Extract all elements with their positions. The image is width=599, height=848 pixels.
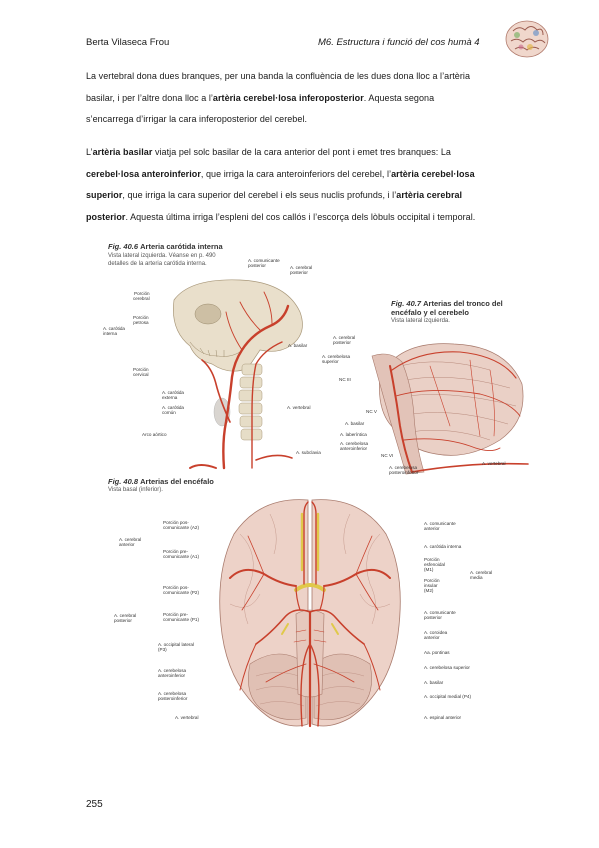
fig407-label-basilar: A. basilar bbox=[345, 421, 365, 426]
fig406-illustration bbox=[173, 279, 303, 470]
page-number: 255 bbox=[86, 799, 103, 810]
p1-bold-term: artèria cerebel·losa inferoposterior bbox=[212, 92, 364, 103]
p2-seg: viatja pel solc basilar de la cara anter… bbox=[152, 147, 451, 157]
p1-line3: s’encarrega d’irrigar la cara inferopost… bbox=[86, 114, 308, 124]
fig407-title-line2: encéfalo y el cerebelo bbox=[391, 308, 469, 317]
fig407-name1: Arterias del tronco del bbox=[423, 299, 503, 308]
fig408-label-p4: A. occipital medial (P4) bbox=[424, 694, 471, 699]
fig408-label-cereb-sup: A. cerebelosa superior bbox=[424, 665, 470, 670]
p1-line2-end: . Aquesta segona bbox=[363, 92, 435, 103]
fig408-label-vertebral: A. vertebral bbox=[175, 715, 199, 720]
fig408-title: Fig. 40.8 Arterias del encéfalo bbox=[108, 477, 214, 486]
p1-line2-start: basilar, i per l’altre dona lloc a l’ bbox=[86, 92, 213, 103]
fig407-label-nc3: NC III bbox=[339, 377, 351, 382]
fig408-label-espinal: A. espinal anterior bbox=[424, 715, 462, 720]
p1-line1: La vertebral dona dues branques, per una… bbox=[86, 71, 471, 81]
fig408-label-basilar: A. basilar bbox=[424, 680, 444, 685]
fig408-illustration bbox=[219, 499, 401, 728]
fig408-name: Arterias del encéfalo bbox=[140, 477, 214, 486]
fig406-label-subclavia: A. subclavia bbox=[296, 450, 321, 455]
p2-seg: L’ bbox=[86, 147, 93, 157]
fig407-name2: encéfalo y el cerebelo bbox=[391, 308, 469, 317]
header-author: Berta Vilaseca Frou bbox=[86, 37, 170, 48]
fig406-label-basilar: A. basilar bbox=[288, 343, 308, 348]
paragraph-basilar: L’artèria basilar viatja pel solc basila… bbox=[86, 142, 514, 228]
p2-bold-cerebral: artèria cerebral bbox=[396, 190, 463, 200]
p2-seg: , que irriga la cara anteroinferiors del… bbox=[200, 168, 392, 179]
fig408-label-car-int: A. carótida interna bbox=[424, 544, 462, 549]
fig406-number: Fig. 40.6 bbox=[108, 242, 139, 251]
fig407-subtitle: Vista lateral izquierda. bbox=[391, 318, 450, 324]
p2-bold-posterior: posterior bbox=[86, 211, 126, 222]
fig408-label-a2: Porción pos-comunicante (A2) bbox=[163, 520, 200, 531]
fig407-illustration bbox=[371, 343, 529, 475]
fig408-label-a1: Porción pre-comunicante (A1) bbox=[163, 549, 200, 560]
fig408-label-p1: Porción pre-comunicante (P1) bbox=[163, 612, 200, 623]
fig408-number: Fig. 40.8 bbox=[108, 477, 139, 486]
fig406-label-arco: Arco aórtico bbox=[142, 432, 167, 437]
fig407-label-vertebral: A. vertebral bbox=[482, 461, 506, 466]
brain-logo-icon bbox=[505, 20, 549, 58]
fig407-title: Fig. 40.7 Arterias del tronco del bbox=[391, 299, 503, 308]
fig406-name: Arteria carótida interna bbox=[140, 242, 223, 251]
fig407-label-laber: A. laberíntica bbox=[340, 432, 367, 437]
p2-bold-basilar: artèria basilar bbox=[92, 147, 153, 157]
header-course: M6. Estructura i funció del cos humà 4 bbox=[318, 37, 480, 48]
fig408-label-p3: A. occipital lateral(P3) bbox=[158, 642, 195, 653]
p2-seg: , que irriga la cara superior del cerebe… bbox=[122, 190, 397, 200]
fig407-label-nc5: NC V bbox=[366, 409, 377, 414]
fig406-sub2: detalles de la arteria carótida interna. bbox=[108, 260, 207, 267]
fig408-label-pontinas: Aa. pontinas bbox=[424, 650, 450, 655]
fig408-subtitle: Vista basal (inferior). bbox=[108, 487, 163, 493]
fig406-subtitle: Vista lateral izquierda. Véanse en p. 49… bbox=[108, 253, 216, 268]
fig406-label-vertebral: A. vertebral bbox=[287, 405, 311, 410]
p2-bold-cerebellosa: artèria cerebel·losa bbox=[391, 168, 475, 179]
paragraph-vertebral: La vertebral dona dues branques, per una… bbox=[86, 66, 514, 131]
fig408-label-p2: Porción pos-comunicante (P2) bbox=[163, 585, 200, 596]
fig407-number: Fig. 40.7 bbox=[391, 299, 422, 308]
fig406-sub1: Vista lateral izquierda. Véanse en p. 49… bbox=[108, 253, 216, 259]
p2-bold-anteroinferior: cerebel·losa anteroinferior bbox=[86, 168, 201, 179]
p2-bold-superior: superior bbox=[86, 190, 123, 200]
fig406-title: Fig. 40.6 Arteria carótida interna bbox=[108, 242, 223, 251]
fig407-label-nc6: NC VI bbox=[381, 453, 394, 458]
p2-seg: . Aquesta última irriga l’espleni del co… bbox=[125, 211, 476, 222]
